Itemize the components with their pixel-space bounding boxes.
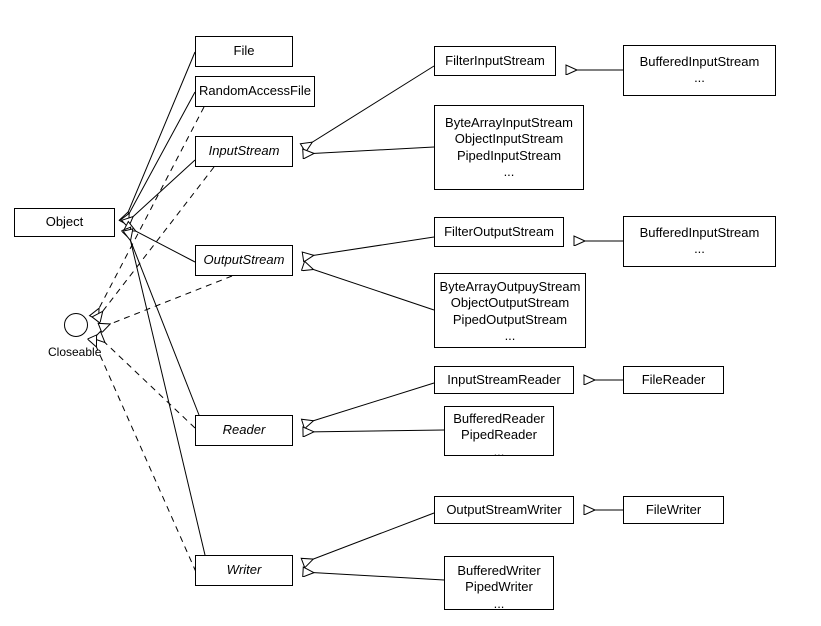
class-box-writer[interactable]: Writer <box>195 555 293 586</box>
edge-bufferedwritergroup-to-writer <box>303 572 445 581</box>
class-box-object[interactable]: Object <box>14 208 115 237</box>
class-box-output-stream-writer[interactable]: OutputStreamWriter <box>434 496 574 524</box>
class-box-random-access-file[interactable]: RandomAccessFile <box>195 76 315 107</box>
class-box-output-stream[interactable]: OutputStream <box>195 245 293 276</box>
edge-outputstream-to-object <box>126 226 196 263</box>
class-box-filter-output-stream[interactable]: FilterOutputStream <box>434 217 564 247</box>
class-box-buffered-input-stream-2[interactable]: BufferedInputStream ... <box>623 216 776 267</box>
edge-filterinputstream-to-inputstream <box>303 65 435 148</box>
edge-outputstreamwriter-to-writer <box>303 512 435 563</box>
edge-inputstreamreader-to-reader <box>303 382 435 424</box>
edge-inputstream-to-closeable <box>96 166 215 320</box>
edge-writer-to-closeable <box>92 337 197 573</box>
class-box-file-reader[interactable]: FileReader <box>623 366 724 394</box>
class-box-buffered-writer-group[interactable]: BufferedWriter PipedWriter ... <box>444 556 554 611</box>
edge-byteinputgroup-to-inputstream <box>303 146 435 154</box>
class-box-buffered-reader-group[interactable]: BufferedReader PipedReader ... <box>444 406 554 459</box>
class-box-file-writer[interactable]: FileWriter <box>623 496 724 524</box>
class-box-input-stream[interactable]: InputStream <box>195 136 293 167</box>
interface-closeable-label: Closeable <box>48 345 102 359</box>
class-box-buffered-input-stream-1[interactable]: BufferedInputStream ... <box>623 45 776 96</box>
class-box-filter-input-stream[interactable]: FilterInputStream <box>434 46 556 76</box>
edge-byteoutputgroup-to-outputstream <box>303 266 435 311</box>
edge-writer-to-object <box>128 230 206 556</box>
class-box-reader[interactable]: Reader <box>195 415 293 446</box>
edge-randomaccessfile-to-object <box>124 91 196 223</box>
edge-file-to-object <box>124 51 196 222</box>
edge-filteroutputstream-to-outputstream <box>303 236 435 257</box>
edge-outputstream-to-closeable <box>100 275 233 328</box>
edge-inputstream-to-object <box>125 159 196 224</box>
edge-reader-to-closeable <box>97 335 196 429</box>
class-box-byte-array-input-stream-group[interactable]: ByteArrayInputStream ObjectInputStream P… <box>434 105 584 190</box>
interface-closeable-circle[interactable] <box>64 313 88 337</box>
edge-reader-to-object <box>126 229 200 416</box>
edge-bufferedreadergroup-to-reader <box>303 430 445 432</box>
class-box-file[interactable]: File <box>195 36 293 67</box>
class-box-byte-array-output-stream-group[interactable]: ByteArrayOutpuyStream ObjectOutputStream… <box>434 273 586 348</box>
class-box-input-stream-reader[interactable]: InputStreamReader <box>434 366 574 394</box>
